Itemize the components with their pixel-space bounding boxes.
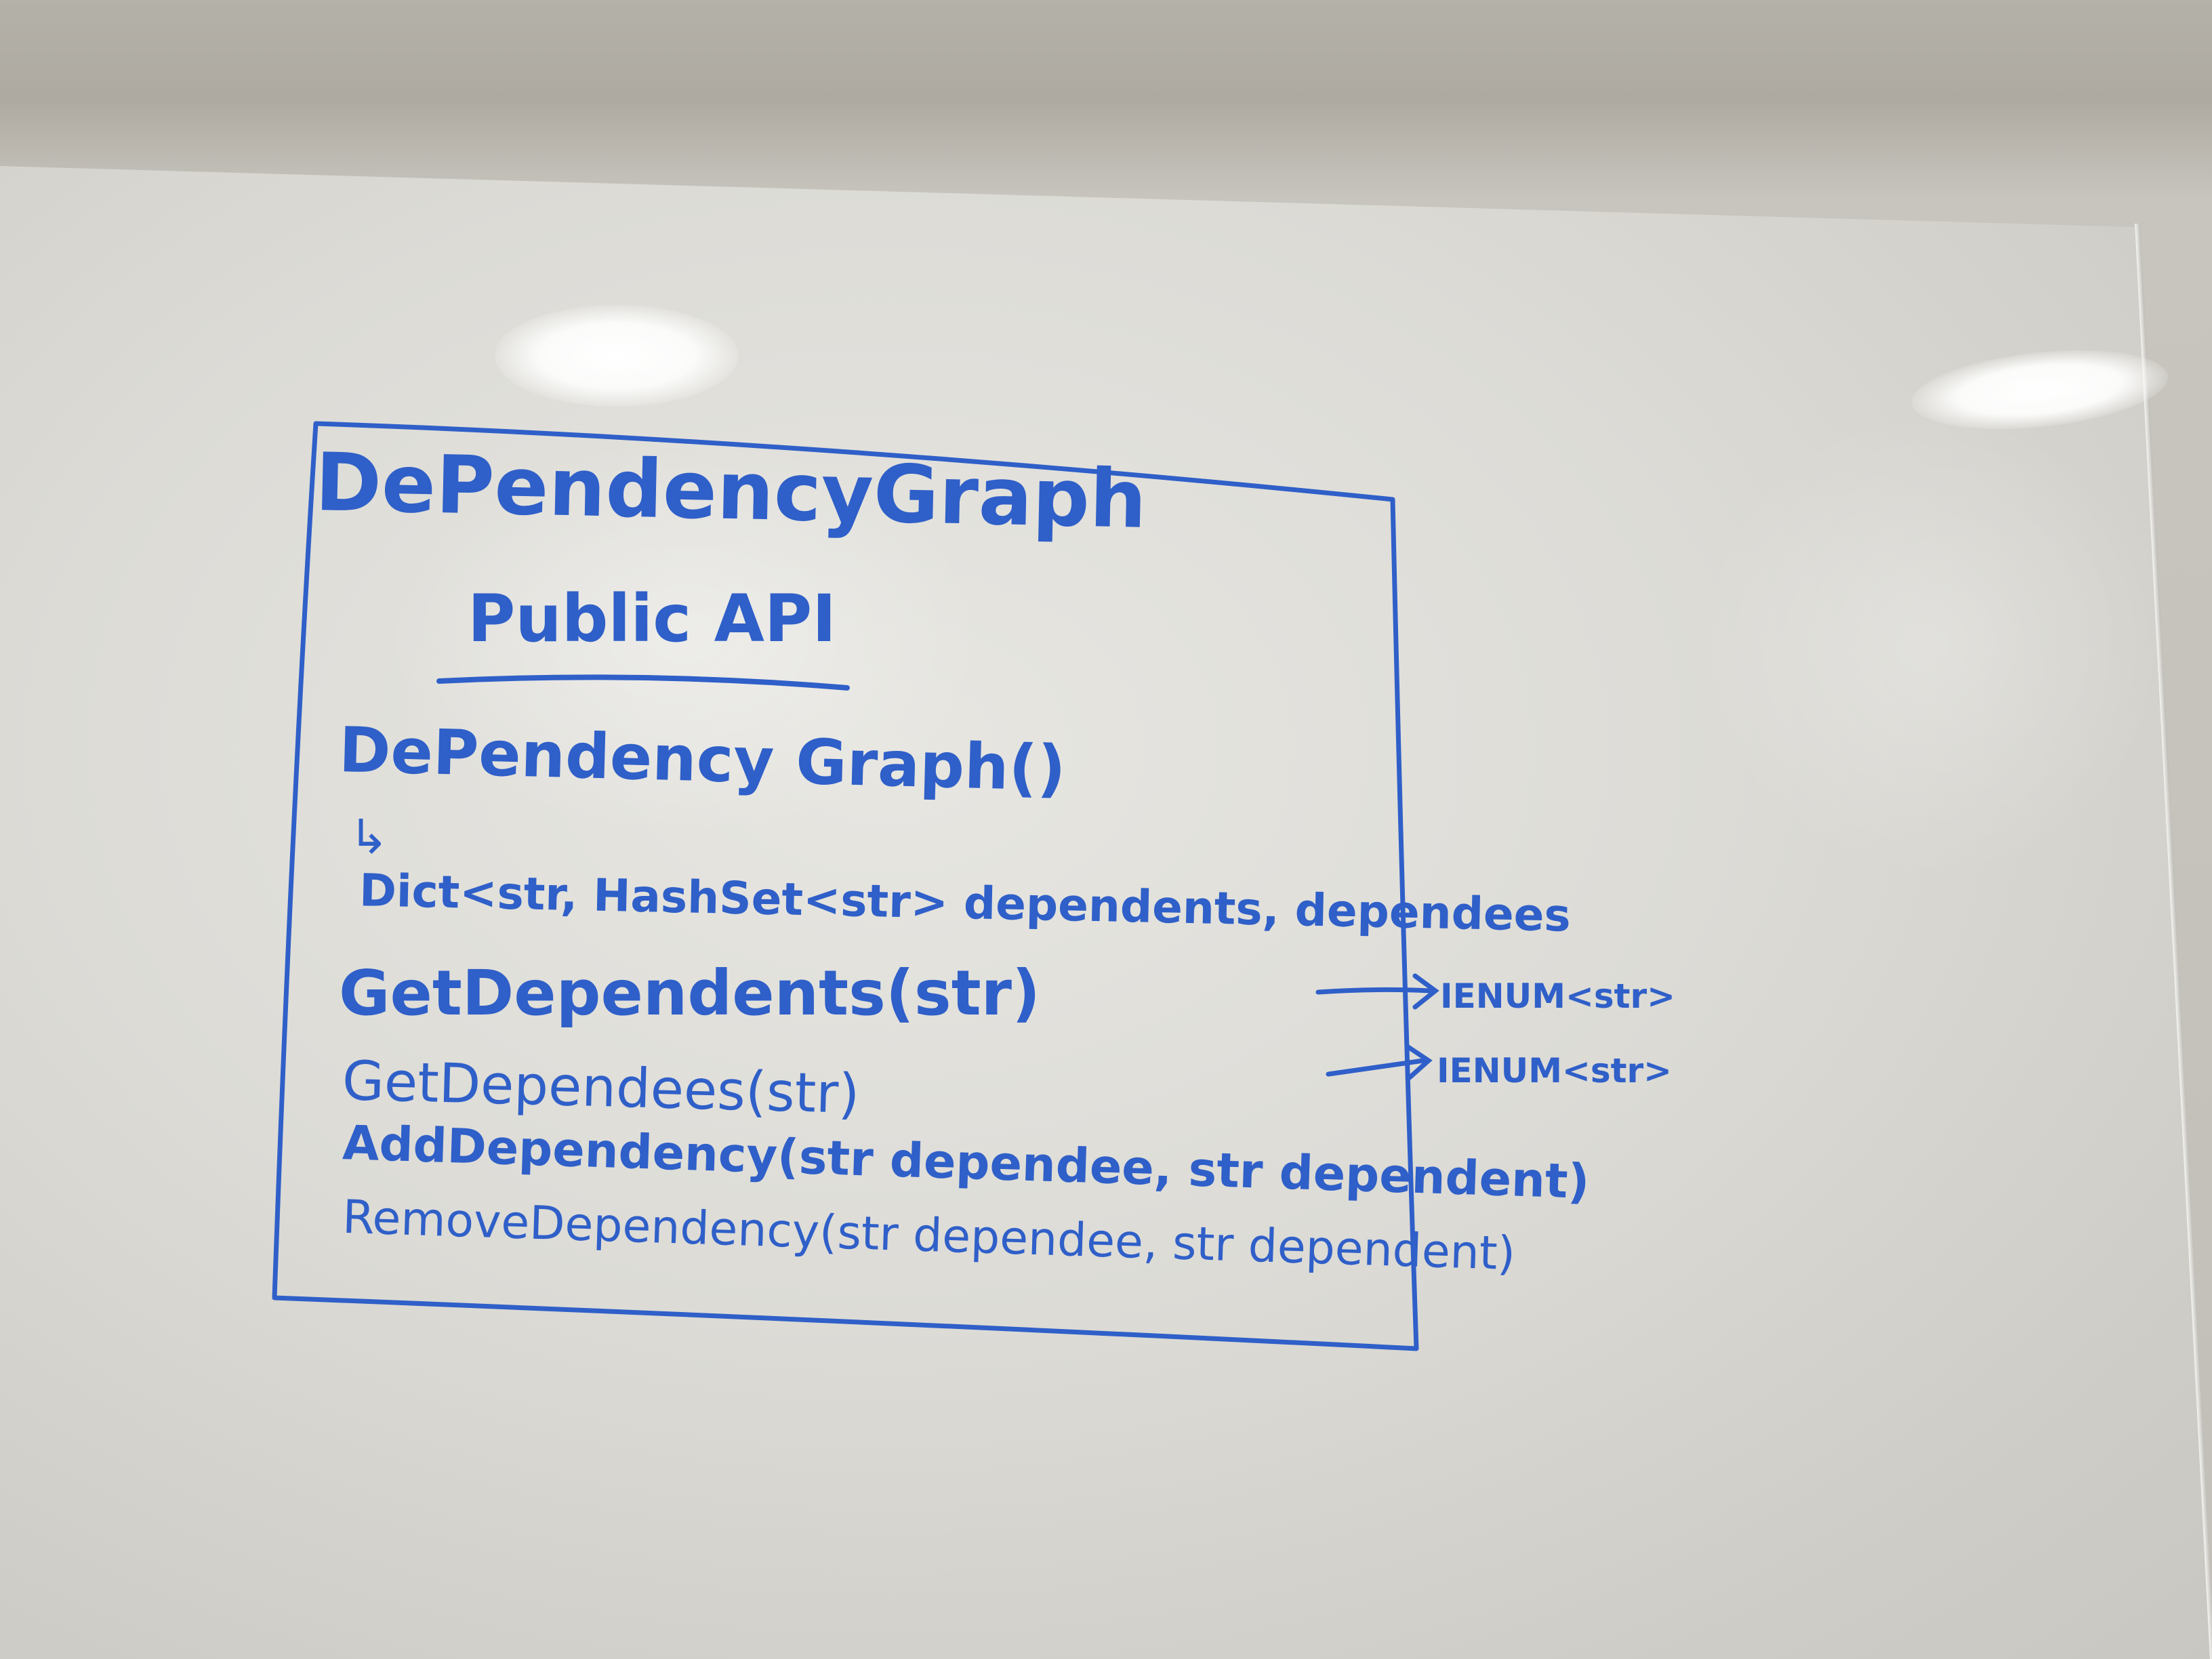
class-title: DePendencyGraph	[314, 435, 1148, 546]
class-box-outline	[272, 421, 1419, 1351]
get-dependents-return: IENUM<str>	[1440, 977, 1676, 1016]
constructor-arrow-glyph: ↳	[349, 809, 389, 865]
arrow-head-get-dependents	[1412, 973, 1439, 1010]
arrow-get-dependents	[1315, 987, 1433, 995]
light-haze	[380, 434, 989, 840]
get-dependents-line: GetDependents(str)	[339, 957, 1041, 1029]
arrow-head-get-dependees	[1406, 1044, 1433, 1080]
subtitle-underline	[436, 674, 850, 691]
get-dependees-line: GetDependees(str)	[341, 1049, 861, 1126]
arrow-get-dependees	[1326, 1058, 1426, 1077]
public-api-heading: Public API	[468, 581, 836, 657]
light-haze-right	[1694, 407, 2169, 881]
constructor-line: DePendency Graph()	[337, 713, 1067, 806]
get-dependees-return: IENUM<str>	[1437, 1051, 1673, 1090]
light-reflection-left	[495, 305, 739, 407]
